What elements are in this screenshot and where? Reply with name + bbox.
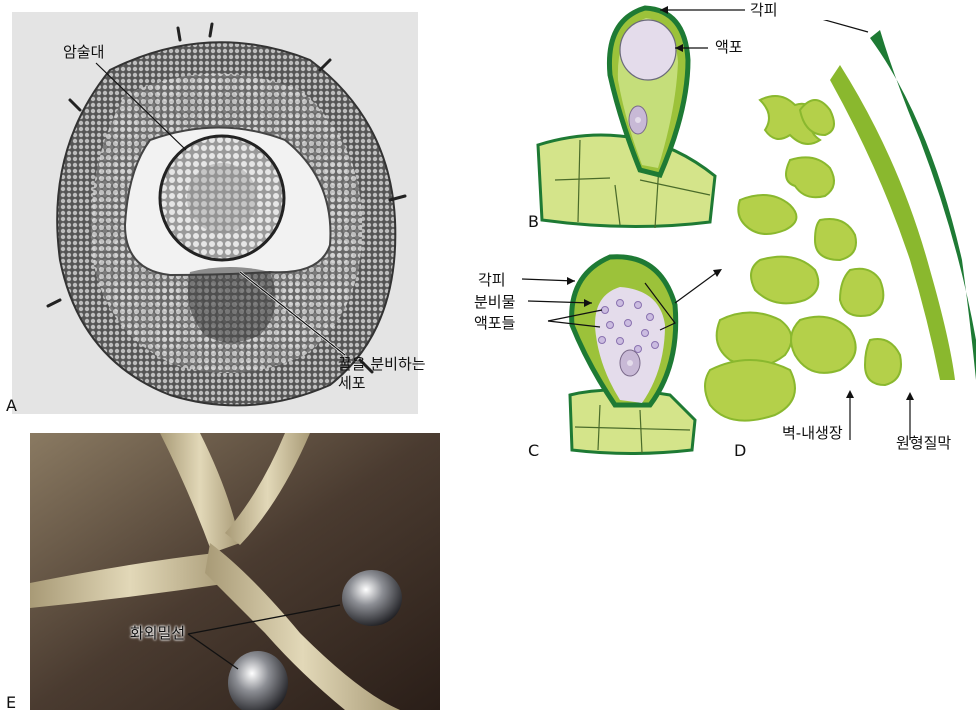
label-extrafloral-nectaries: 화외밀선	[130, 626, 185, 641]
panel-letter-d: D	[734, 443, 746, 459]
label-secretion: 분비물	[474, 295, 515, 310]
label-nectar-cells-line1: 꿀을 분비하는	[338, 357, 426, 372]
panel-letter-e: E	[6, 695, 16, 711]
panel-letter-b: B	[528, 214, 539, 230]
panel-d-drawing	[700, 20, 976, 460]
label-wall-ingrowth: 벽-내생장	[782, 426, 843, 441]
panel-d: 벽-내생장 원형질막 D	[700, 20, 976, 460]
label-stalk: 암술대	[63, 45, 104, 60]
panel-c: 각피 분비물 액포들 C	[470, 245, 730, 460]
panel-letter-c: C	[528, 443, 539, 459]
panel-a: 암술대 꿀을 분비하는 세포 A	[0, 0, 430, 420]
nectar-droplet-1	[342, 570, 402, 626]
label-cuticle-top: 각피	[750, 3, 778, 18]
label-vacuoles: 액포들	[474, 316, 515, 331]
vacuole	[620, 20, 676, 80]
label-cuticle-c: 각피	[478, 273, 506, 288]
panel-letter-a: A	[6, 398, 17, 414]
label-nectar-cells-line2: 세포	[338, 376, 366, 391]
panel-e-photo	[0, 433, 440, 710]
panel-e: 화외밀선 E	[0, 433, 440, 710]
panel-c-drawing	[470, 245, 730, 460]
label-plasma-membrane: 원형질막	[896, 436, 951, 451]
cuticle-band	[870, 30, 976, 380]
